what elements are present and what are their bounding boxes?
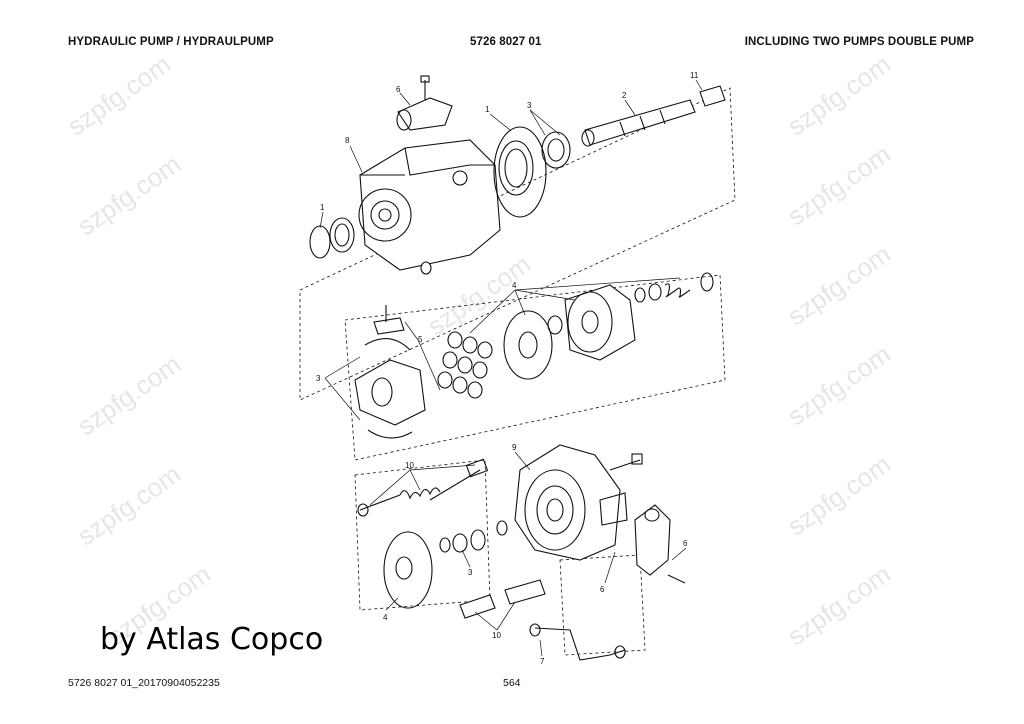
callout-9: 9 — [512, 443, 517, 452]
end-cover-group — [357, 444, 686, 661]
callout-labels: 8 1 6 1 3 2 11 4 5 3 10 9 4 3 10 7 6 6 — [316, 71, 699, 666]
callout-10: 10 — [405, 461, 414, 470]
callout-1: 1 — [320, 203, 325, 212]
callout-6: 6 — [683, 539, 688, 548]
pistons — [437, 331, 493, 399]
callout-4: 4 — [512, 281, 517, 290]
header-description: INCLUDING TWO PUMPS DOUBLE PUMP — [744, 36, 974, 48]
callout-6: 6 — [396, 85, 401, 94]
callout-3: 3 — [468, 568, 473, 577]
callout-2: 2 — [622, 91, 627, 100]
callout-6: 6 — [600, 585, 605, 594]
leader-lines — [319, 79, 703, 657]
header-title: HYDRAULIC PUMP / HYDRAULPUMP — [68, 36, 274, 48]
rotating-group — [354, 272, 714, 439]
callout-1: 1 — [485, 105, 490, 114]
header-part-number: 5726 8027 01 — [470, 36, 542, 48]
callout-8: 8 — [345, 136, 350, 145]
brand-caption: by Atlas Copco — [100, 622, 324, 657]
pump-housing-group — [309, 75, 726, 275]
callout-3: 3 — [527, 101, 532, 110]
callout-10: 10 — [492, 631, 501, 640]
footer-page-number: 564 — [503, 677, 521, 689]
callout-4: 4 — [383, 613, 388, 622]
footer-document-id: 5726 8027 01_20170904052235 — [68, 677, 220, 689]
callout-5: 5 — [418, 335, 423, 344]
callout-7: 7 — [540, 657, 545, 666]
callout-11: 11 — [690, 71, 699, 80]
callout-3: 3 — [316, 374, 321, 383]
